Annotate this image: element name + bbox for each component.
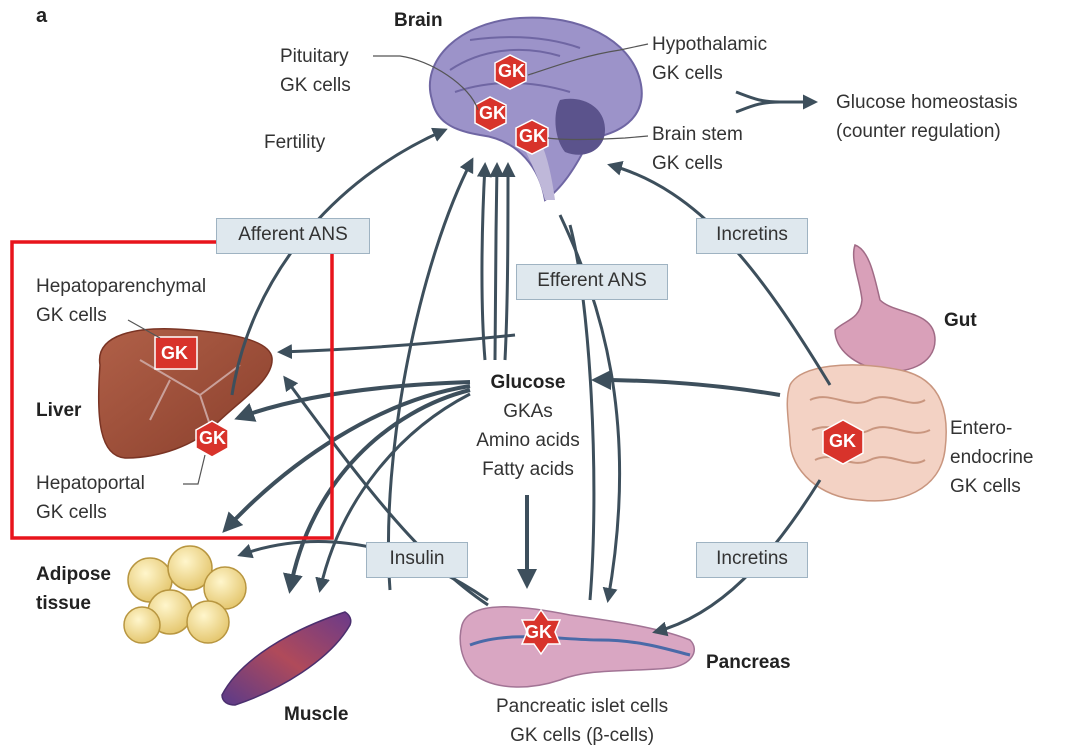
nutrients-block: Glucose GKAs Amino acids Fatty acids	[458, 368, 598, 484]
efferent-ans-box: Efferent ANS	[516, 264, 668, 300]
arrow-glucose-to-brain-3	[505, 165, 508, 360]
incretins-top-box: Incretins	[696, 218, 808, 254]
gk-hypothalamic-label: GK	[498, 57, 525, 86]
arrow-glucose-to-adipose	[225, 386, 470, 530]
liver-label: Liver	[36, 396, 81, 425]
gk-pituitary-label: GK	[479, 99, 506, 128]
arrow-glucose-to-brain-1	[482, 165, 485, 360]
afferent-ans-box: Afferent ANS	[216, 218, 370, 254]
incretins-bottom-box: Incretins	[696, 542, 808, 578]
muscle-label: Muscle	[284, 700, 348, 729]
gk-enteroendocrine-label: GK	[829, 427, 856, 456]
nutrient-item: Fatty acids	[458, 455, 598, 484]
fertility-label: Fertility	[264, 128, 325, 157]
nutrient-item: Amino acids	[458, 426, 598, 455]
arrow-glucose-to-brain-2	[495, 165, 497, 360]
gut-label: Gut	[944, 306, 977, 335]
adipose-illustration	[124, 546, 246, 643]
gut-illustration	[787, 245, 946, 501]
panel-letter: a	[36, 2, 47, 31]
gk-hepatoportal-label: GK	[199, 424, 226, 453]
arrow-efferent-to-liver	[280, 335, 515, 352]
brain-illustration	[430, 18, 642, 200]
gk-brainstem-label: GK	[519, 122, 546, 151]
pancreas-illustration	[460, 607, 694, 687]
muscle-illustration	[222, 612, 351, 705]
glucose-homeostasis-label: Glucose homeostasis(counter regulation)	[836, 88, 1018, 146]
gk-hepatoparenchymal-label: GK	[161, 339, 188, 368]
glucose-label: Glucose	[458, 368, 598, 397]
brain-label: Brain	[394, 6, 443, 35]
nutrient-item: GKAs	[458, 397, 598, 426]
pancreas-label: Pancreas	[706, 648, 791, 677]
arrow-gut-to-glucose	[595, 380, 780, 395]
arrow-brain-to-homeostasis	[736, 92, 815, 112]
gk-pancreatic-label: GK	[525, 618, 552, 647]
insulin-box: Insulin	[366, 542, 468, 578]
